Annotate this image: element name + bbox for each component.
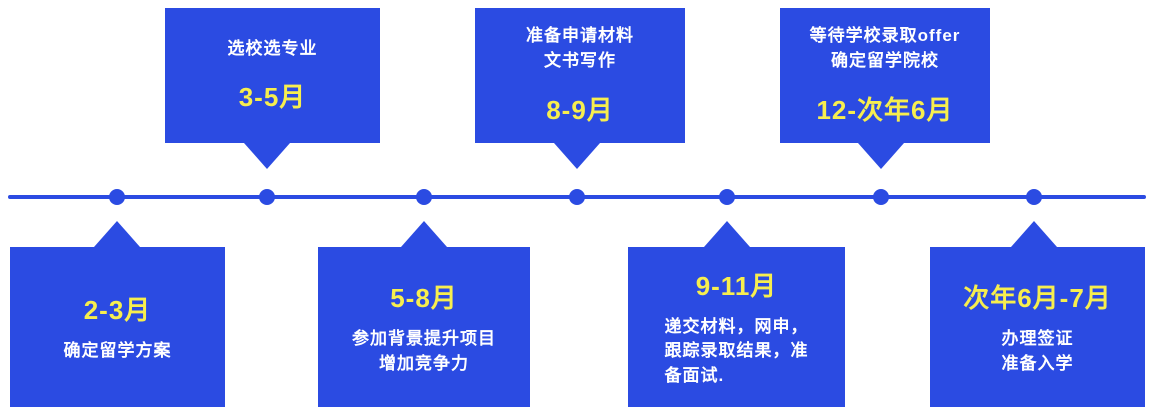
stage-box-plan: 2-3月 确定留学方案 [10,221,225,407]
stage-description: 准备申请材料 [526,26,634,46]
stage-box-visa-enroll: 次年6月-7月 办理签证 准备入学 [930,221,1145,407]
timeline-dot-4 [569,189,585,205]
stage-month: 12-次年6月 [816,94,954,125]
stage-box-background-boost: 5-8月 参加背景提升项目 增加竞争力 [318,221,530,407]
stage-description: 等待学校录取offer [809,26,961,46]
stage-description: 增加竞争力 [379,353,469,373]
stage-box-wait-offer: 等待学校录取offer 确定留学院校 12-次年6月 [780,8,990,169]
stage-description: 准备入学 [1001,353,1074,373]
stage-description: 文书写作 [544,51,616,70]
stage-description: 参加背景提升项目 [352,328,496,348]
stage-month: 8-9月 [546,94,614,125]
stage-description: 确定留学院校 [831,51,939,70]
stage-box-choose-school: 选校选专业 3-5月 [165,8,380,169]
timeline-dot-6 [873,189,889,205]
timeline-dot-5 [719,189,735,205]
stage-box-submit-apply: 9-11月 递交材料，网申， 跟踪录取结果，准 备面试. [628,221,845,407]
stage-description: 备面试. [664,365,725,385]
pointer-up-arrow [94,221,140,247]
pointer-down-arrow [554,143,600,169]
stage-month: 9-11月 [695,270,778,301]
stage-description: 确定留学方案 [63,341,172,361]
pointer-up-arrow [1011,221,1057,247]
stage-description: 跟踪录取结果，准 [664,341,809,361]
timeline-dot-2 [259,189,275,205]
pointer-down-arrow [858,143,904,169]
timeline-dot-1 [109,189,125,205]
pointer-up-arrow [401,221,447,247]
pointer-up-arrow [704,221,750,247]
stage-month: 2-3月 [83,295,152,326]
stage-description: 递交材料，网申， [664,316,809,336]
stage-month: 次年6月-7月 [963,282,1112,313]
timeline-dot-3 [416,189,432,205]
stage-box-prepare-materials: 准备申请材料 文书写作 8-9月 [475,8,685,169]
stage-month: 5-8月 [390,282,458,313]
stage-description: 办理签证 [1001,328,1074,348]
pointer-down-arrow [244,143,290,169]
stage-description: 选校选专业 [227,38,318,58]
timeline-dot-7 [1026,189,1042,205]
stage-month: 3-5月 [238,82,307,113]
